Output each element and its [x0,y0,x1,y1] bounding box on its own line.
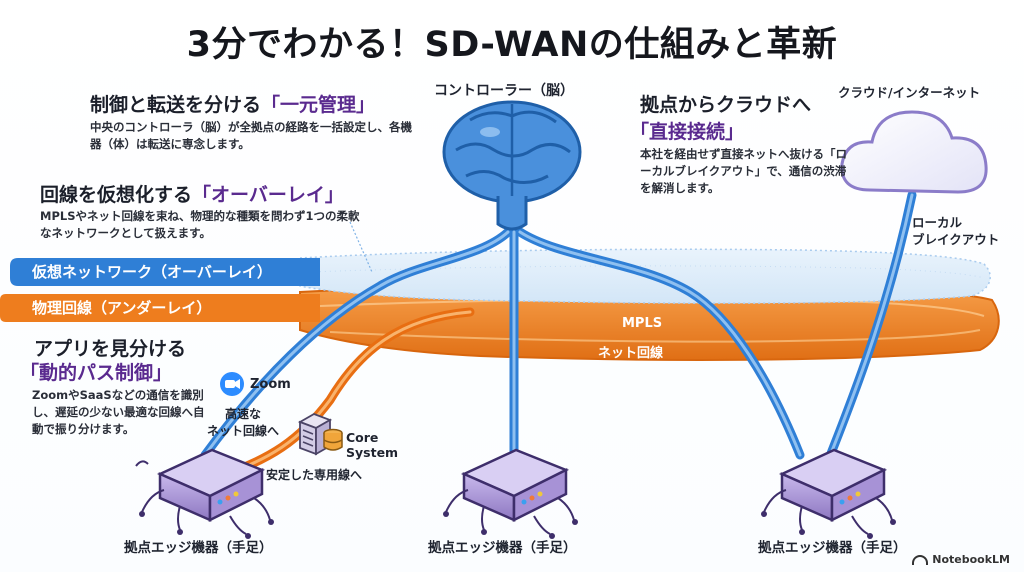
edge-left-label: 拠点エッジ機器（手足） [124,540,273,556]
router-icon [135,448,274,539]
brain-icon [442,100,582,231]
edge-center-label: 拠点エッジ機器（手足） [428,540,577,556]
controller-label: コントローラー（脳） [434,83,574,99]
overlay-heading-text: 回線を仮想化する [40,184,193,206]
router-icon [443,448,578,539]
overlay-accent: 「オーバーレイ」 [192,184,344,206]
overlay-links [200,190,917,483]
underlay-band-label: 物理回線（アンダーレイ） [32,299,212,317]
underlay-label-bar [0,294,320,322]
cloud-label: クラウド/インターネット [838,85,981,100]
central-heading: 制御と転送を分ける「一元管理」 [90,90,375,117]
breakout-heading: 拠点からクラウドへ [640,94,812,116]
notebooklm-logo-icon [912,554,929,565]
zoom-label: Zoom [250,377,291,392]
app-accent: 「動的パス制御」 [20,362,173,384]
central-body: 中央のコントローラ（脳）が全拠点の経路を一括設定し、各機器（体）は転送に専念しま… [90,120,412,151]
local-breakout-label: ローカル ブレイクアウト [912,215,1000,247]
mpls-label: MPLS [622,316,663,331]
edge-right-label: 拠点エッジ機器（手足） [758,540,907,556]
overlay-band-label: 仮想ネットワーク（オーバーレイ） [32,263,272,281]
breakout-accent: 「直接接続」 [630,121,745,143]
breakout-body: 本社を経由せず直接ネットへ抜ける「ローカルブレイクアウト」で、通信の渋滞を解消し… [640,147,847,195]
fast-line-label: 高速な ネット回線へ [206,407,279,438]
page-title: 3分でわかる！SD-WANの仕組みと革新 [186,25,838,65]
overlay-label-bar [10,258,320,286]
stable-line-label: 安定した専用線へ [266,468,363,482]
overlay-heading: 回線を仮想化する「オーバーレイ」 [40,180,344,207]
overlay-body: MPLSやネット回線を束ね、物理的な種類を問わず1つの柔軟なネットワークとして扱… [40,209,360,240]
cloud-icon [840,110,988,194]
central-accent: 「一元管理」 [261,94,376,116]
router-icon [761,448,896,539]
zoom-icon [220,372,244,396]
core-system-label: Core System [346,430,399,460]
internet-line-label: ネット回線 [598,346,664,361]
database-icon [323,428,343,451]
app-heading: アプリを見分ける [34,338,187,360]
brand-label: NotebookLM [932,553,1010,566]
central-heading-text: 制御と転送を分ける [90,94,262,116]
brand-logo: NotebookLM [912,553,1010,566]
app-body: ZoomやSaaSなどの通信を識別し、遅延の少ない最適な回線へ自動で振り分けます… [32,388,205,436]
